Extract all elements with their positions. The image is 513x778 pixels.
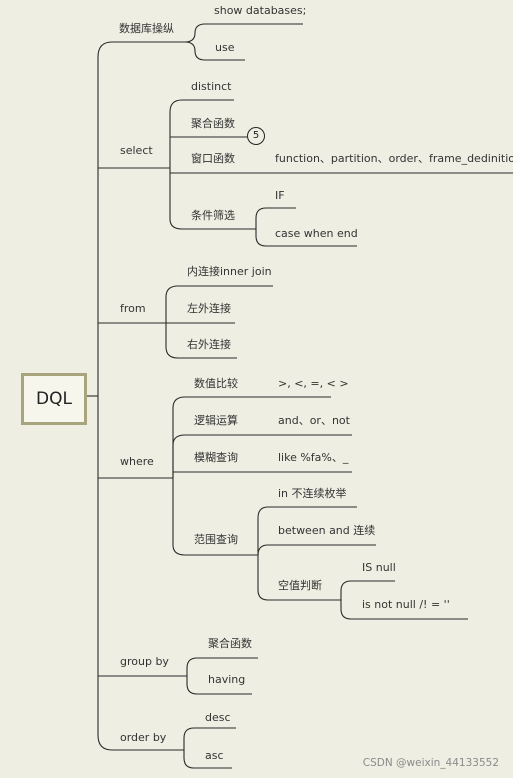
node-inner-join[interactable]: 内连接inner join — [187, 265, 272, 278]
node-desc[interactable]: desc — [205, 711, 231, 724]
node-is-null[interactable]: IS null — [362, 561, 396, 574]
node-case-when[interactable]: case when end — [275, 227, 358, 240]
node-range-query[interactable]: 范围查询 — [194, 533, 238, 546]
node-numeric-compare[interactable]: 数值比较 — [194, 377, 238, 390]
node-compare-operators[interactable]: >, <, =, < > — [278, 377, 349, 390]
watermark: CSDN @weixin_44133552 — [362, 757, 499, 769]
root-label: DQL — [36, 389, 72, 409]
node-use[interactable]: use — [215, 41, 235, 54]
node-fuzzy-query[interactable]: 模糊查询 — [194, 451, 238, 464]
node-right-join[interactable]: 右外连接 — [187, 338, 231, 351]
node-between[interactable]: between and 连续 — [278, 524, 376, 537]
node-in-enum[interactable]: in 不连续枚举 — [278, 487, 347, 500]
node-null-check[interactable]: 空值判断 — [278, 579, 322, 592]
node-is-not-null[interactable]: is not null /! = '' — [362, 598, 450, 611]
count-badge[interactable]: 5 — [247, 127, 265, 145]
node-logic-ops[interactable]: 逻辑运算 — [194, 414, 238, 427]
node-distinct[interactable]: distinct — [191, 80, 232, 93]
node-window-detail[interactable]: function、partition、order、frame_dedinitio… — [275, 152, 513, 165]
node-show-databases[interactable]: show databases; — [214, 4, 307, 17]
root-node[interactable]: DQL — [21, 373, 87, 425]
node-where[interactable]: where — [120, 455, 154, 468]
node-select[interactable]: select — [120, 144, 153, 157]
node-from[interactable]: from — [120, 302, 146, 315]
node-groupby-aggregate[interactable]: 聚合函数 — [208, 637, 252, 650]
node-order-by[interactable]: order by — [120, 731, 167, 744]
node-db-ops[interactable]: 数据库操纵 — [119, 22, 174, 35]
node-having[interactable]: having — [208, 673, 246, 686]
node-left-join[interactable]: 左外连接 — [187, 302, 231, 315]
node-like-detail[interactable]: like %fa%、_ — [278, 451, 349, 464]
node-logic-detail[interactable]: and、or、not — [278, 414, 350, 427]
node-asc[interactable]: asc — [205, 749, 224, 762]
node-group-by[interactable]: group by — [120, 655, 169, 668]
node-aggregate-functions[interactable]: 聚合函数 — [191, 117, 235, 130]
node-conditional-filter[interactable]: 条件筛选 — [191, 209, 235, 222]
node-if[interactable]: IF — [275, 189, 285, 202]
node-window-functions[interactable]: 窗口函数 — [191, 152, 235, 165]
